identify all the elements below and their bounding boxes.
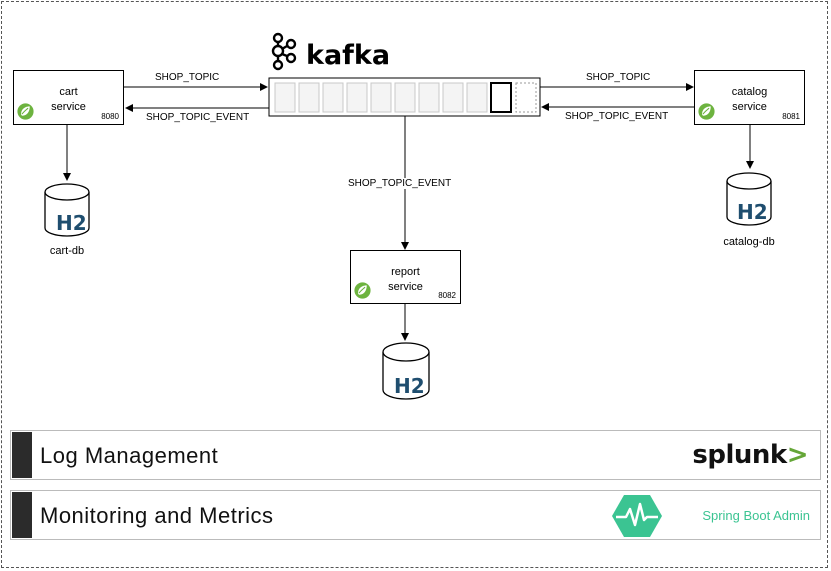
report-service-box: report service 8082 <box>350 250 461 304</box>
kafka-logo-icon <box>271 32 297 71</box>
bar-title: Log Management <box>40 443 219 468</box>
service-port: 8081 <box>782 112 800 121</box>
h2-icon: H2 <box>737 200 768 224</box>
splunk-logo: splunk> <box>692 440 808 470</box>
kafka-queue <box>268 77 541 117</box>
bar-accent <box>12 492 32 538</box>
service-name: report service <box>388 266 423 293</box>
catalog-service-box: catalog service 8081 <box>694 70 805 125</box>
spring-icon <box>698 103 715 120</box>
catalog-db-cylinder <box>726 172 772 226</box>
splunk-logo-text: splunk <box>692 440 787 470</box>
kafka-title: kafka <box>306 40 391 71</box>
spring-icon <box>17 103 34 120</box>
catalog-db-label: catalog-db <box>723 236 775 248</box>
h2-icon: H2 <box>394 374 425 398</box>
log-management-bar: Log Management splunk> <box>10 430 821 480</box>
edge-label-kafka-to-report: SHOP_TOPIC_EVENT <box>348 178 452 189</box>
spring-boot-admin-text: Spring Boot Admin <box>702 508 810 523</box>
edge-label-kafka-to-cart: SHOP_TOPIC_EVENT <box>146 112 250 123</box>
spring-boot-admin-icon <box>612 495 662 537</box>
cart-db-cylinder <box>44 183 90 237</box>
cart-service-box: cart service 8080 <box>13 70 124 125</box>
cart-db-label: cart-db <box>49 245 85 257</box>
bar-title: Monitoring and Metrics <box>40 503 274 528</box>
edge-label-cart-to-kafka: SHOP_TOPIC <box>155 72 220 83</box>
service-name: cart service <box>51 86 86 113</box>
h2-icon: H2 <box>56 211 87 235</box>
spring-icon <box>354 282 371 299</box>
report-db-cylinder <box>382 342 430 400</box>
service-port: 8080 <box>101 112 119 121</box>
service-name: catalog service <box>731 86 768 113</box>
splunk-chevron-icon: > <box>786 440 809 470</box>
monitoring-bar: Monitoring and Metrics Spring Boot Admin <box>10 490 821 540</box>
service-port: 8082 <box>438 291 456 300</box>
edge-label-catalog-to-kafka: SHOP_TOPIC <box>586 72 651 83</box>
edge-label-kafka-to-catalog: SHOP_TOPIC_EVENT <box>565 111 669 122</box>
bar-accent <box>12 432 32 478</box>
